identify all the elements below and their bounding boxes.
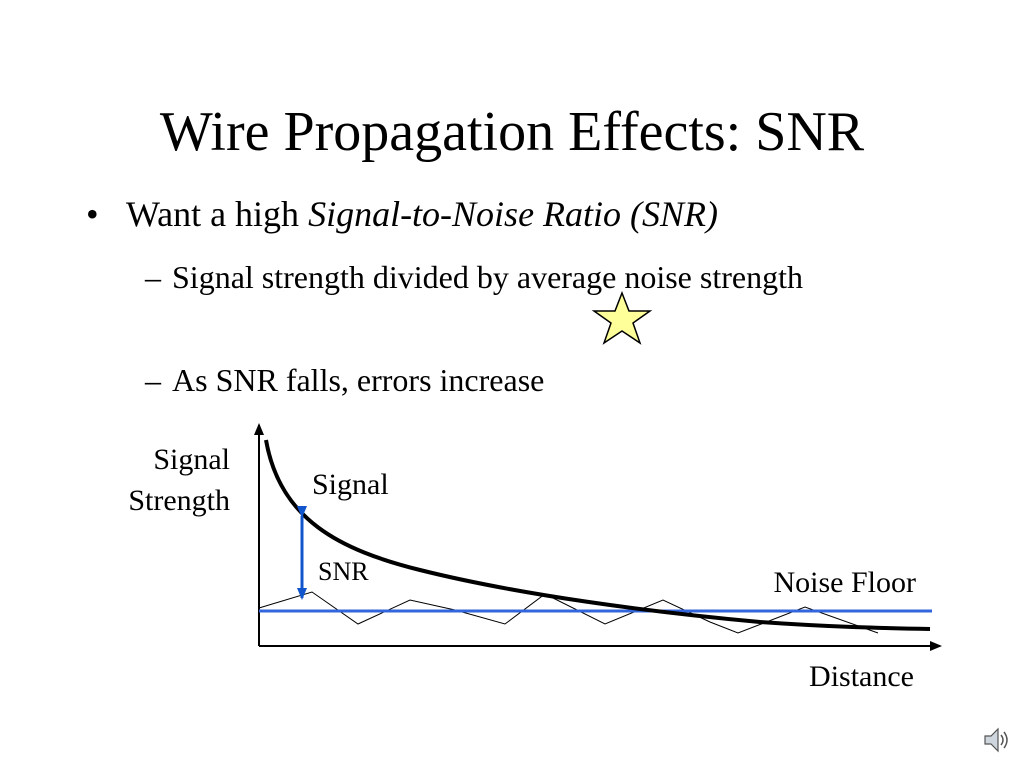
signal-curve — [264, 439, 931, 631]
star-icon — [591, 290, 653, 345]
noise-floor-label: Noise Floor — [774, 566, 917, 599]
bullet-marker: • — [86, 194, 99, 234]
sub-bullet-marker: – — [145, 362, 161, 398]
slide-title: Wire Propagation Effects: SNR — [159, 101, 865, 163]
sub-bullet-1: – Signal strength divided by average noi… — [145, 254, 845, 300]
y-axis-label-line1: Signal — [153, 443, 230, 476]
snr-label: SNR — [318, 557, 369, 586]
signal-label: Signal — [312, 468, 389, 501]
speaker-icon[interactable] — [982, 724, 1012, 756]
x-axis-label: Distance — [809, 660, 914, 693]
sub-bullet-text: As SNR falls, errors increase — [172, 362, 545, 398]
main-bullet: • Want a high Signal-to-Noise Ratio (SNR) — [86, 192, 718, 236]
bullet-text-italic: Signal-to-Noise Ratio (SNR) — [308, 194, 719, 234]
sub-bullet-text: Signal strength divided by average noise… — [172, 259, 803, 295]
y-axis-label-line2: Strength — [128, 484, 230, 517]
sub-bullet-marker: – — [145, 259, 161, 295]
sub-bullet-2: – As SNR falls, errors increase — [145, 357, 845, 403]
bullet-text-plain: Want a high — [126, 194, 309, 234]
